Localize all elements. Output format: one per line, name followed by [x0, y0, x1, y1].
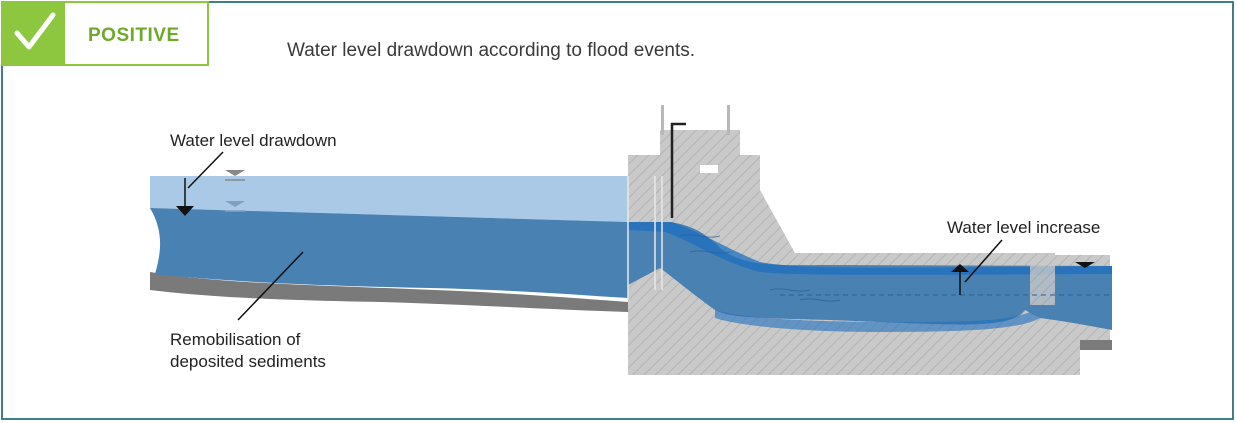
downstream-pier [1030, 255, 1055, 305]
label-increase: Water level increase [947, 218, 1101, 237]
upstream-water [150, 208, 628, 298]
label-sediments-line2: deposited sediments [170, 352, 326, 371]
label-sediments-line1: Remobilisation of [170, 330, 301, 349]
positive-badge: POSITIVE [1, 1, 209, 66]
flow-band-bottom [715, 310, 1040, 332]
gate-post [661, 105, 664, 135]
flow-waves [679, 234, 841, 302]
leader-sediments [237, 251, 304, 321]
checkmark-icon [14, 12, 56, 50]
sediment-bed-downstream [1080, 340, 1112, 350]
figure-caption: Water level drawdown according to flood … [287, 40, 696, 61]
increase-arrowhead [951, 264, 969, 272]
gate [670, 122, 686, 218]
upstream-water-original [150, 176, 628, 222]
downstream-level-marker [1075, 262, 1095, 268]
badge-label: POSITIVE [88, 25, 180, 46]
gate-post [727, 105, 730, 135]
label-drawdown: Water level drawdown [170, 131, 337, 150]
drawdown-level-marker [225, 201, 245, 207]
drawdown-arrowhead [176, 206, 194, 216]
original-level-marker [225, 170, 245, 176]
flow-band [628, 222, 1112, 275]
downstream-water [628, 222, 1112, 330]
leader-drawdown [187, 151, 224, 189]
badge-check-box [3, 3, 65, 64]
sediment-bed [150, 272, 628, 312]
leader-increase [964, 239, 1003, 283]
pier-opening [700, 165, 718, 173]
